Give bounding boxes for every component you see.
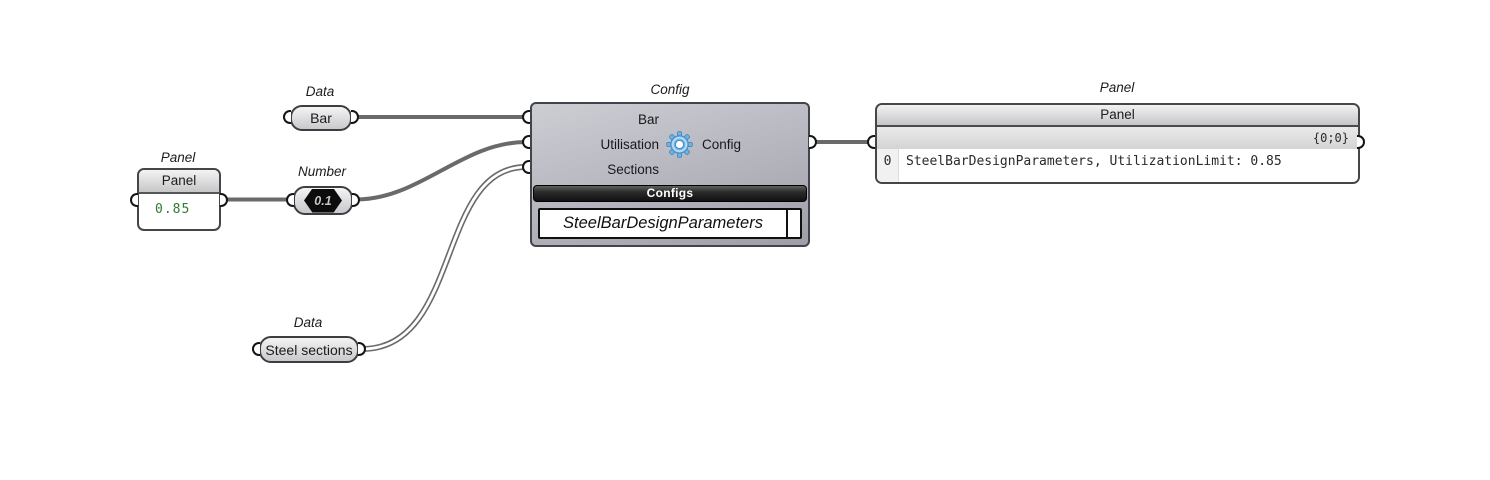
sections-param-output-port[interactable] [358, 342, 366, 356]
output-panel-row-text: SteelBarDesignParameters, UtilizationLim… [906, 154, 1282, 169]
sections-param-capsule[interactable]: Steel sections [259, 336, 359, 363]
number-hexagon-icon: 0.1 [304, 188, 342, 213]
config-input-port-sections[interactable] [522, 160, 530, 174]
sections-param-name: Steel sections [265, 341, 353, 358]
config-name-field-button[interactable] [786, 210, 800, 237]
bar-param-capsule[interactable]: Bar [290, 105, 352, 131]
output-panel-type-label: Panel [1099, 80, 1135, 95]
config-input-port-utilisation[interactable] [522, 135, 530, 149]
output-panel-input-port[interactable] [867, 135, 875, 149]
output-panel-output-port[interactable] [1357, 135, 1365, 149]
value-panel-header[interactable]: Panel [139, 170, 219, 194]
value-panel-type-label: Panel [160, 150, 196, 165]
value-panel-output-port[interactable] [220, 193, 228, 207]
config-name-field-value[interactable]: SteelBarDesignParameters [563, 214, 763, 232]
bar-param-output-port[interactable] [351, 110, 359, 124]
number-icon-value: 0.1 [314, 193, 332, 208]
output-panel-header[interactable]: Panel [877, 105, 1358, 127]
number-param-output-port[interactable] [352, 193, 360, 207]
config-input-bar[interactable]: Bar [637, 112, 659, 127]
config-output-port[interactable] [809, 135, 817, 149]
value-panel[interactable]: Panel 0.85 [137, 168, 221, 231]
bar-param-input-port[interactable] [283, 110, 291, 124]
value-panel-value[interactable]: 0.85 [155, 202, 191, 217]
sections-param-input-port[interactable] [252, 342, 260, 356]
config-type-label: Config [650, 82, 690, 97]
config-output-label: Config [702, 137, 742, 152]
number-param-type-label: Number [297, 164, 346, 179]
sections-param-type-label: Data [293, 315, 323, 330]
number-param-input-port[interactable] [286, 193, 294, 207]
configs-bar-button[interactable]: Configs [533, 185, 807, 202]
wire-number-to-config[interactable] [354, 140, 528, 202]
output-panel-row-index: 0 [877, 149, 899, 182]
value-panel-input-port[interactable] [130, 193, 138, 207]
bar-param-name: Bar [310, 110, 332, 126]
number-param-capsule[interactable]: 0.1 [293, 186, 353, 215]
wire-sections-to-config-core [360, 165, 528, 351]
gear-icon [666, 131, 693, 158]
output-panel[interactable]: Panel {0;0} 0 SteelBarDesignParameters, … [875, 103, 1360, 184]
output-panel-tree-path: {0;0} [877, 127, 1358, 149]
config-input-sections[interactable]: Sections [607, 162, 659, 177]
bar-param-type-label: Data [305, 84, 335, 99]
config-component[interactable]: Bar Utilisation Sections Config [530, 102, 810, 247]
output-panel-body: 0 SteelBarDesignParameters, UtilizationL… [877, 149, 1358, 182]
config-name-field[interactable]: SteelBarDesignParameters [538, 208, 802, 239]
config-input-port-bar[interactable] [522, 110, 530, 124]
config-input-utilisation[interactable]: Utilisation [600, 137, 659, 152]
